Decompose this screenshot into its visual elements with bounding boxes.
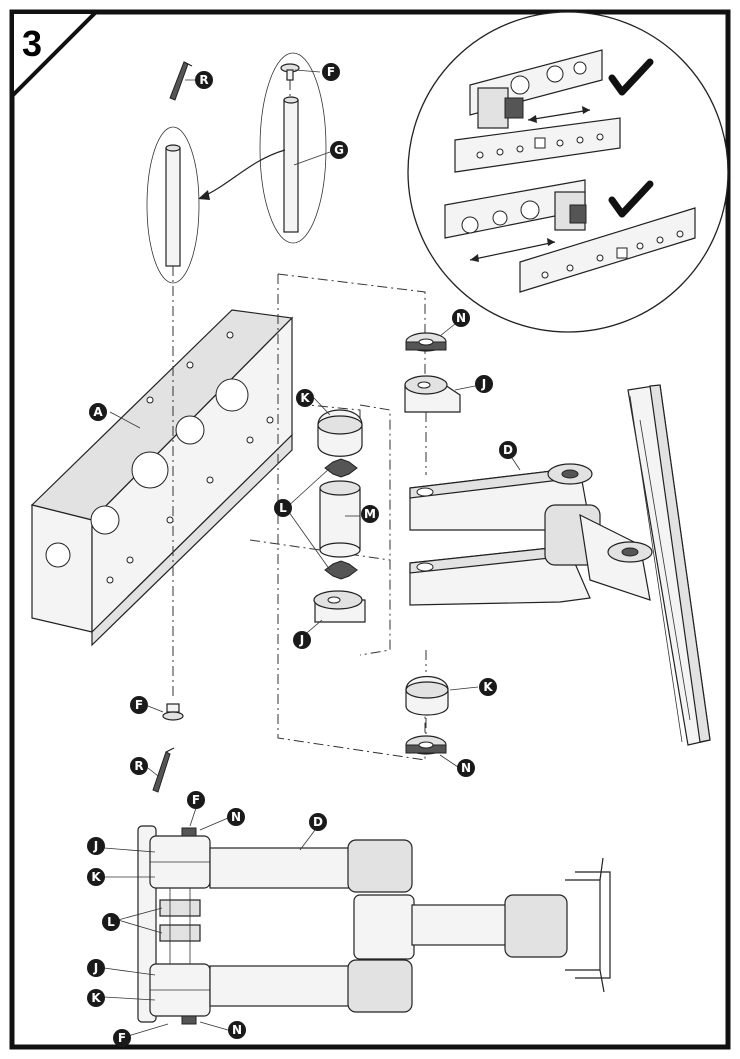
- svg-text:K: K: [300, 391, 310, 405]
- label-r-top: R: [195, 71, 213, 89]
- label-f-view-bottom: F: [113, 1029, 131, 1047]
- label-f-view-top: F: [187, 791, 205, 809]
- svg-text:N: N: [232, 1023, 242, 1037]
- svg-text:K: K: [91, 870, 101, 884]
- svg-text:A: A: [93, 405, 103, 419]
- label-l-view: L: [102, 913, 120, 931]
- leader-lines: [103, 69, 521, 1037]
- label-k-mid: K: [296, 389, 314, 407]
- label-j-view-bottom: J: [87, 959, 105, 977]
- label-j-view-top: J: [87, 837, 105, 855]
- svg-text:N: N: [461, 761, 471, 775]
- middle-stack: [313, 409, 366, 623]
- label-k-right: K: [479, 678, 497, 696]
- svg-text:J: J: [93, 961, 98, 975]
- svg-text:F: F: [192, 793, 200, 807]
- svg-text:R: R: [134, 759, 143, 773]
- inset-upper-config: [454, 49, 621, 173]
- label-n-view-top: N: [227, 808, 245, 826]
- allen-key-top: [169, 61, 193, 101]
- svg-text:J: J: [481, 377, 486, 391]
- pin-right-group: [259, 52, 327, 244]
- wall-plate: [30, 309, 294, 647]
- svg-text:D: D: [503, 443, 513, 457]
- label-k-view-bottom: K: [87, 989, 105, 1007]
- label-n-view-bottom: N: [228, 1021, 246, 1039]
- svg-text:G: G: [334, 143, 344, 157]
- label-d: D: [499, 441, 517, 459]
- svg-text:N: N: [231, 810, 241, 824]
- label-f-top: F: [322, 63, 340, 81]
- label-r-mid: R: [130, 757, 148, 775]
- svg-text:J: J: [299, 633, 304, 647]
- frame-border: [9, 9, 731, 1050]
- inset-lower-config: [444, 179, 696, 293]
- label-j-right: J: [475, 375, 493, 393]
- svg-text:N: N: [456, 311, 466, 325]
- inset-circle: [407, 11, 729, 333]
- svg-text:K: K: [91, 991, 101, 1005]
- check-mark-icon-lower: [608, 180, 654, 218]
- label-g: G: [330, 141, 348, 159]
- top-view: [137, 825, 611, 1025]
- svg-text:J: J: [93, 839, 98, 853]
- bolt-bottom: [162, 703, 184, 721]
- check-mark-icon-upper: [608, 58, 654, 96]
- svg-text:F: F: [327, 65, 335, 79]
- label-k-view-top: K: [87, 868, 105, 886]
- svg-text:L: L: [279, 501, 287, 515]
- label-n-bottom: N: [457, 759, 475, 777]
- step-corner: 3: [10, 10, 101, 101]
- svg-text:D: D: [313, 815, 323, 829]
- label-m: M: [361, 505, 379, 523]
- svg-text:L: L: [107, 915, 115, 929]
- arm-assembly: [409, 384, 711, 746]
- label-l-mid: L: [274, 499, 292, 517]
- svg-text:R: R: [199, 73, 208, 87]
- svg-text:K: K: [483, 680, 493, 694]
- label-n-top: N: [452, 309, 470, 327]
- svg-text:M: M: [364, 507, 376, 521]
- svg-text:F: F: [118, 1031, 126, 1045]
- svg-text:F: F: [135, 698, 143, 712]
- allen-key-bottom: [152, 747, 175, 793]
- pin-left-group: [146, 126, 200, 284]
- label-j-mid: J: [293, 631, 311, 649]
- right-stack: [404, 332, 461, 755]
- step-number: 3: [22, 23, 42, 64]
- label-a: A: [89, 403, 107, 421]
- guide-top: [277, 273, 426, 395]
- transfer-arrow: [199, 149, 286, 199]
- label-f-mid: F: [130, 696, 148, 714]
- label-d-view: D: [309, 813, 327, 831]
- part-labels: R F G A K L M J N J D K N F R F N D J K …: [87, 63, 517, 1047]
